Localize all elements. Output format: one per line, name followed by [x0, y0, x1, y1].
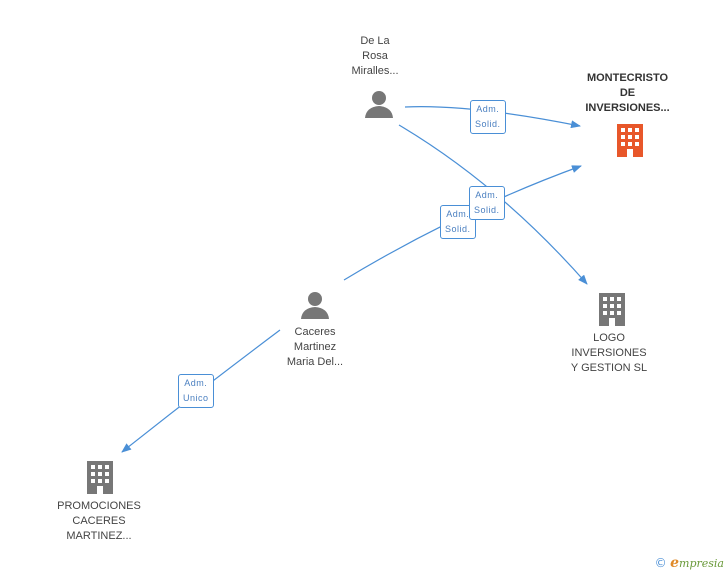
node-label-montecristo[interactable]: MONTECRISTO DE INVERSIONES...: [585, 72, 670, 114]
edge-label-adm-solid: Adm. Solid.: [440, 205, 476, 239]
person-icon[interactable]: [364, 89, 394, 119]
brand-initial: e: [670, 555, 680, 571]
building-icon[interactable]: [596, 292, 628, 326]
node-label-caceres[interactable]: Caceres Martinez Maria Del...: [286, 326, 344, 368]
node-label-promociones[interactable]: PROMOCIONES CACERES MARTINEZ...: [57, 500, 141, 542]
copyright-icon: ©: [654, 556, 667, 570]
building-icon[interactable]: [84, 460, 116, 494]
brand-name: mpresia: [679, 557, 724, 570]
brand-footer: © empresia: [655, 555, 724, 571]
person-icon[interactable]: [300, 290, 330, 320]
edge-label-adm-solid: Adm. Solid.: [470, 100, 506, 134]
edge-label-adm-unico: Adm. Unico: [178, 374, 214, 408]
node-label-de-la-rosa[interactable]: De La Rosa Miralles...: [351, 35, 399, 77]
edge-label-adm-solid: Adm. Solid.: [469, 186, 505, 220]
node-label-logo[interactable]: LOGO INVERSIONES Y GESTION SL: [570, 332, 648, 374]
building-icon-main[interactable]: [614, 123, 646, 157]
